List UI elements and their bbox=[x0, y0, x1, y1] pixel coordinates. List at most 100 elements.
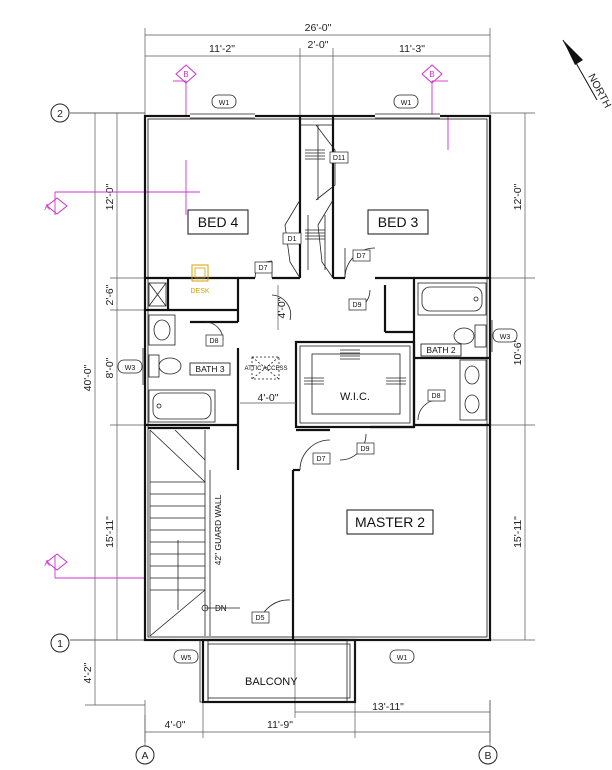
door-tag-d11: D11 bbox=[329, 151, 349, 164]
svg-text:D8: D8 bbox=[210, 338, 219, 345]
svg-text:BED 3: BED 3 bbox=[378, 214, 419, 230]
dim-balcony-depth: 4'-2" bbox=[82, 662, 94, 683]
svg-text:W5: W5 bbox=[181, 655, 192, 662]
north-arrow-icon: NORTH bbox=[562, 39, 612, 110]
balcony-label: BALCONY bbox=[245, 676, 298, 688]
window-tag-w1-bed4: W1 bbox=[211, 94, 237, 109]
bath2-vanity bbox=[459, 359, 487, 421]
door-tag-d1: D1 bbox=[282, 232, 302, 245]
grid-lines bbox=[70, 112, 491, 746]
attic-access: ATTIC ACCESS bbox=[245, 356, 288, 380]
desk: DESK bbox=[190, 264, 210, 295]
grid-bubble-2: 2 bbox=[50, 103, 70, 123]
door-tag-d9-top: D9 bbox=[348, 298, 367, 311]
svg-text:1: 1 bbox=[57, 638, 63, 650]
door-tag-d7-master: D7 bbox=[312, 452, 331, 465]
stairs: DN 42" GUARD WALL bbox=[149, 429, 240, 637]
svg-text:W3: W3 bbox=[500, 334, 511, 341]
svg-text:B: B bbox=[429, 70, 434, 79]
desk-label: DESK bbox=[190, 288, 209, 295]
svg-text:A: A bbox=[44, 559, 50, 568]
balcony: BALCONY bbox=[199, 638, 357, 704]
bath3-toilet bbox=[148, 354, 182, 378]
right-dimensions: 12'-0" 10'-6" 15'-11" bbox=[490, 112, 535, 641]
svg-text:D9: D9 bbox=[353, 302, 362, 309]
dim-bottom-1: 4'-0" bbox=[165, 719, 186, 731]
room-label-bath3: BATH 3 bbox=[189, 362, 231, 376]
svg-text:B: B bbox=[183, 70, 188, 79]
dn-label: DN bbox=[215, 604, 227, 613]
room-label-bed4: BED 4 bbox=[187, 209, 249, 235]
window-tag-w5: W5 bbox=[173, 649, 199, 664]
dim-bottom-3: 13'-11" bbox=[372, 701, 404, 713]
bath2-tub bbox=[417, 282, 487, 316]
dim-overall-width: 26'-0" bbox=[305, 22, 332, 34]
bottom-dimensions: 4'-0" 11'-9" 13'-11" bbox=[144, 640, 491, 742]
svg-text:D7: D7 bbox=[357, 253, 366, 260]
window-tag-w1-master: W1 bbox=[389, 649, 415, 664]
bath2-toilet bbox=[453, 324, 487, 348]
svg-text:BATH 3: BATH 3 bbox=[195, 364, 224, 374]
svg-text:D7: D7 bbox=[259, 265, 268, 272]
dim-left-2: 2'-6" bbox=[104, 284, 116, 305]
dim-left-1: 12'-0" bbox=[104, 183, 116, 210]
section-marker-b-right: B bbox=[421, 64, 449, 150]
dim-right-3: 15'-11" bbox=[512, 516, 524, 548]
dim-hall-v: 4'-0" bbox=[276, 297, 288, 318]
svg-text:BED 4: BED 4 bbox=[198, 214, 239, 230]
section-marker-a-top: A bbox=[44, 191, 200, 215]
section-marker-a-bottom: A bbox=[44, 553, 145, 579]
section-marker-b-left: B bbox=[173, 64, 197, 215]
grid-bubble-b: B bbox=[478, 745, 498, 765]
grid-bubble-1: 1 bbox=[50, 633, 70, 653]
window-tag-w3-right: W3 bbox=[492, 328, 518, 343]
door-tag-d7-bed3: D7 bbox=[352, 249, 371, 262]
bath3-tub bbox=[148, 389, 216, 423]
svg-text:D8: D8 bbox=[432, 393, 441, 400]
window-tag-w1-bed3: W1 bbox=[393, 94, 419, 109]
room-label-bath2: BATH 2 bbox=[420, 343, 462, 357]
svg-text:W1: W1 bbox=[219, 100, 230, 107]
window-tag-w3-left: W3 bbox=[117, 359, 143, 374]
dim-overall-depth: 40'-0" bbox=[82, 364, 94, 391]
windows bbox=[142, 113, 493, 641]
svg-text:W1: W1 bbox=[397, 655, 408, 662]
dim-right-2: 10'-6" bbox=[512, 338, 524, 365]
room-label-bed3: BED 3 bbox=[367, 209, 429, 235]
svg-text:B: B bbox=[484, 750, 491, 762]
dim-hall-h: 4'-0" bbox=[258, 392, 279, 404]
svg-text:D9: D9 bbox=[361, 446, 370, 453]
room-label-wic: W.I.C. bbox=[340, 391, 370, 403]
door-swings bbox=[204, 247, 439, 621]
svg-text:MASTER 2: MASTER 2 bbox=[355, 514, 425, 530]
guard-wall-label: 42" GUARD WALL bbox=[213, 494, 223, 565]
door-tag-d5: D5 bbox=[251, 611, 270, 624]
bed4-closet-fixture bbox=[148, 282, 167, 307]
attic-label: ATTIC ACCESS bbox=[245, 366, 288, 372]
room-label-master: MASTER 2 bbox=[346, 509, 434, 535]
dim-bottom-2: 11'-9" bbox=[267, 719, 293, 731]
door-tag-d8-left: D8 bbox=[205, 334, 224, 347]
svg-text:W.I.C.: W.I.C. bbox=[340, 391, 370, 403]
north-label: NORTH bbox=[585, 72, 612, 110]
top-dimensions: 26'-0" 11'-2" 2'-0" 11'-3" bbox=[144, 22, 491, 118]
hall-dimensions: 4'-0" 4'-0" bbox=[240, 285, 296, 404]
svg-text:D11: D11 bbox=[333, 155, 345, 162]
interior-walls bbox=[145, 116, 490, 640]
dim-right-1: 12'-0" bbox=[512, 183, 524, 210]
svg-text:A: A bbox=[141, 750, 148, 762]
dim-left-3: 8'-0" bbox=[104, 357, 116, 378]
door-tag-d8-right: D8 bbox=[427, 389, 446, 402]
grid-bubble-a: A bbox=[135, 745, 155, 765]
svg-text:D5: D5 bbox=[256, 615, 265, 622]
svg-text:W1: W1 bbox=[401, 100, 412, 107]
dim-top-right: 11'-3" bbox=[399, 43, 425, 55]
svg-text:D7: D7 bbox=[317, 456, 326, 463]
svg-text:A: A bbox=[44, 203, 50, 212]
svg-text:2: 2 bbox=[57, 108, 63, 120]
closet-shelving bbox=[305, 149, 326, 270]
wic-shelving bbox=[299, 345, 411, 424]
svg-text:BATH 2: BATH 2 bbox=[426, 345, 455, 355]
dim-top-left: 11'-2" bbox=[209, 43, 235, 55]
